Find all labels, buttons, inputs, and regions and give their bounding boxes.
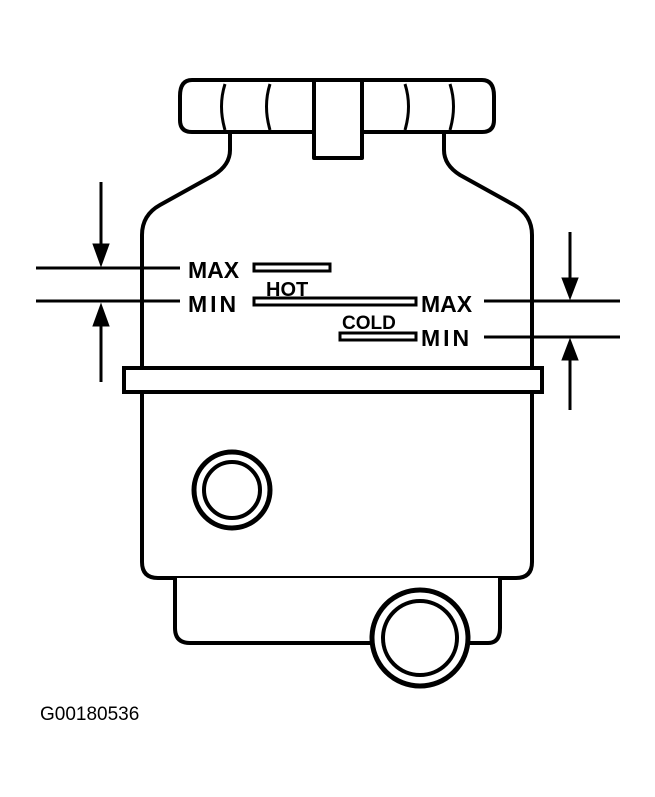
bottom-port xyxy=(369,587,471,689)
side-port xyxy=(191,449,273,531)
left-arrow-up-head xyxy=(92,302,110,327)
cold-max-label: MAX xyxy=(421,291,473,317)
cold-level-marks xyxy=(338,331,418,342)
cold-band-label: COLD xyxy=(342,313,396,334)
right-arrow-down-head xyxy=(561,277,579,301)
hot-band-label: HOT xyxy=(266,279,308,301)
right-dimension xyxy=(484,232,620,410)
cap-rib xyxy=(403,83,410,131)
hot-max-label: MAX xyxy=(188,257,240,283)
hot-max-mark xyxy=(252,262,332,273)
cap-rib xyxy=(448,83,455,131)
cap-rib xyxy=(220,83,227,131)
hot-level-marks xyxy=(252,262,418,307)
hot-min-label: MIN xyxy=(188,291,239,317)
hot-min-mark xyxy=(252,296,418,307)
reservoir-seam-band xyxy=(122,366,544,394)
reservoir-shoulder xyxy=(140,132,232,368)
figure-id: G00180536 xyxy=(40,704,139,725)
right-arrow-up-head xyxy=(561,337,579,361)
reservoir-cap xyxy=(178,78,496,160)
left-arrow-down-head xyxy=(92,243,110,268)
cap-rib xyxy=(265,83,272,131)
cap-tab xyxy=(312,78,364,160)
reservoir-shoulder xyxy=(442,132,534,368)
cold-min-mark xyxy=(338,331,418,342)
left-dimension xyxy=(36,182,180,382)
cold-min-label: MIN xyxy=(421,325,472,351)
